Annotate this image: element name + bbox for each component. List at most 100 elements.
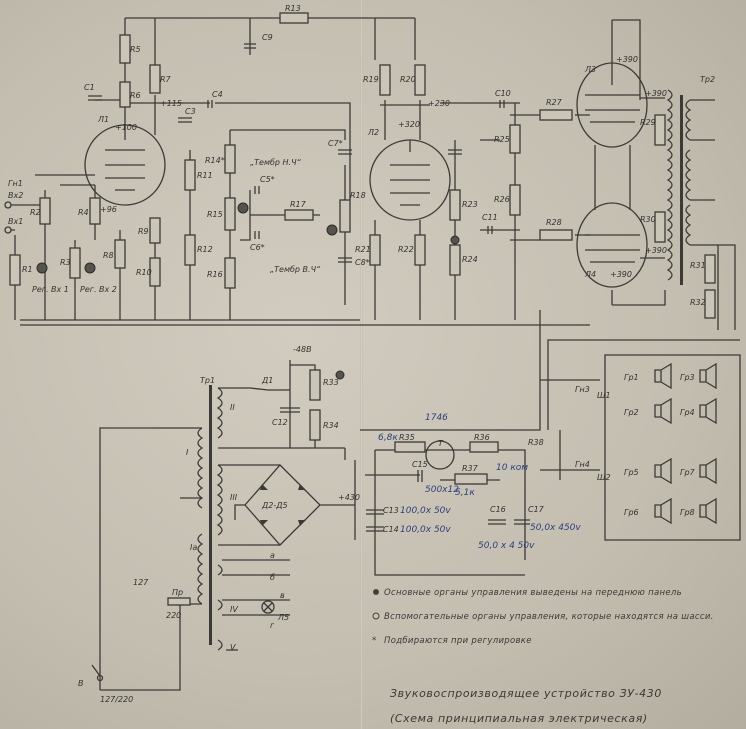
label-tap-220: 220: [166, 611, 181, 620]
label-r25: R25: [494, 135, 510, 144]
label-v115: +115: [160, 99, 182, 108]
capacitors: [88, 43, 505, 263]
label-r15: R15: [207, 210, 223, 219]
label-r31: R31: [690, 261, 706, 270]
label-input-2: Вх2: [8, 191, 23, 200]
handwritten-c16-value: 50,0 x 4 50v: [478, 541, 535, 551]
handwritten-code: 1746: [425, 413, 448, 423]
label-c8: C8*: [355, 258, 370, 267]
label-r32: R32: [690, 298, 706, 307]
label-c5: C5*: [260, 175, 275, 184]
label-tone-bass: „Тембр Н.Ч“: [250, 158, 302, 167]
label-v320: +320: [398, 120, 420, 129]
label-gr4: Гр4: [680, 408, 695, 417]
front-panel-knobs: [36, 202, 460, 380]
label-r17: R17: [290, 200, 307, 209]
label-r14: R14*: [205, 156, 225, 165]
label-r18: R18: [350, 191, 366, 200]
legend-notes: Основные органы управления выведены на п…: [372, 588, 713, 646]
label-tp1: Тр1: [200, 376, 215, 385]
label-gr5: Гр5: [624, 468, 639, 477]
label-c16: C16: [490, 505, 506, 514]
asterisk-marker-icon: *: [372, 636, 377, 646]
handwritten-r36-value: 10 ком: [496, 463, 528, 473]
label-r33: R33: [323, 378, 339, 387]
label-c12: C12: [272, 418, 288, 427]
label-r16: R16: [207, 270, 223, 279]
label-out-v: в: [280, 591, 285, 600]
label-r8: R8: [103, 251, 114, 260]
label-r12: R12: [197, 245, 213, 254]
label-out-g: г: [270, 621, 275, 630]
transformer-tp1: [99, 385, 345, 691]
fuse: [167, 597, 191, 606]
label-v430: +430: [338, 493, 360, 502]
label-r20: R20: [400, 75, 416, 84]
output-wiring: [594, 19, 666, 306]
label-r10: R10: [136, 268, 152, 277]
label-r13: R13: [285, 4, 301, 13]
label-r30: R30: [640, 215, 656, 224]
label-d1: Д1: [261, 376, 273, 385]
tube-l1: [84, 124, 166, 206]
label-gr7: Гр7: [680, 468, 696, 477]
label-v390-d: +390: [610, 270, 632, 279]
label-winding-4: IV: [230, 605, 238, 614]
label-l2: Л2: [367, 128, 379, 137]
label-winding-3: III: [230, 493, 238, 502]
label-r4: R4: [78, 208, 89, 217]
tube-l2: [369, 139, 451, 221]
label-reg-input-2: Рег. Вх 2: [80, 285, 117, 294]
label-r27: R27: [546, 98, 563, 107]
label-v230: +230: [428, 99, 450, 108]
label-c7: C7*: [328, 139, 343, 148]
label-c1: C1: [84, 83, 95, 92]
note-selected-on-adjustment: Подбираются при регулировке: [384, 636, 532, 646]
label-r29: R29: [640, 118, 656, 127]
label-winding-1a: Iа: [190, 543, 197, 552]
diode-bridge: [234, 464, 355, 546]
label-l5: Л5: [277, 613, 289, 622]
label-tap-127: 127: [133, 578, 149, 587]
label-v100: +100: [115, 123, 137, 132]
label-c9-top: C9: [262, 33, 273, 42]
label-l1: Л1: [97, 115, 109, 124]
paper-fold: [360, 0, 363, 729]
lamp-l5: [261, 600, 275, 614]
label-r34: R34: [323, 421, 339, 430]
diagram-subtitle: (Схема принципиальная электрическая): [390, 712, 648, 725]
label-gr2: Гр2: [624, 408, 639, 417]
label-transistor: T: [438, 439, 444, 448]
label-v96: +96: [100, 205, 117, 214]
label-c6: C6*: [250, 243, 265, 252]
component-labels: R5 R6 R7 R13 R1 R2 R3 R4 R8 R9 R10 R11 R…: [8, 4, 715, 704]
resistors: [9, 12, 716, 319]
label-fuse: Пр: [172, 588, 183, 597]
preamp-wiring: [14, 17, 590, 326]
transformer-tp2: [666, 89, 736, 330]
label-vm48: -48В: [293, 345, 312, 354]
label-r23: R23: [462, 200, 478, 209]
label-switch: В: [78, 679, 84, 688]
label-sh2: Ш2: [597, 473, 611, 482]
label-winding-5: V: [230, 643, 236, 652]
label-c11: C11: [482, 213, 498, 222]
label-r19: R19: [363, 75, 379, 84]
label-r1: R1: [22, 265, 33, 274]
diagram-title: Звуковоспроизводящее устройство ЗУ-430: [390, 687, 662, 700]
label-tp2: Тр2: [700, 75, 715, 84]
handwritten-c17-value: 50,0x 450v: [530, 523, 581, 533]
label-r35: R35: [399, 433, 415, 442]
label-r38: R38: [528, 438, 544, 447]
label-mains: 127/220: [100, 695, 133, 704]
label-c3: C3: [185, 107, 196, 116]
label-c14: C14: [383, 525, 399, 534]
label-r7: R7: [160, 75, 172, 84]
label-l4: Л4: [584, 270, 596, 279]
bias-supply: [268, 360, 321, 448]
label-out-b: б: [270, 573, 275, 582]
label-gr6: Гр6: [624, 508, 639, 517]
label-r3: R3: [60, 258, 71, 267]
label-r9: R9: [138, 227, 149, 236]
